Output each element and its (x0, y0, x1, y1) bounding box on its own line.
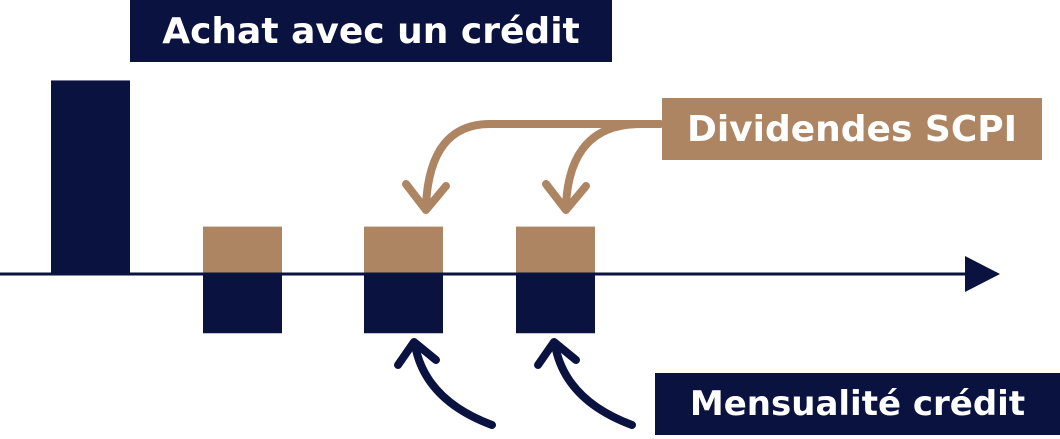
payment-arrow-1 (411, 341, 496, 429)
title-text: Achat avec un crédit (162, 10, 580, 52)
payment-bar-1 (203, 274, 282, 334)
axis-arrowhead (965, 256, 1000, 292)
dividendes-label: Dividendes SCPI (662, 98, 1042, 160)
dividend-bar-3 (516, 226, 595, 274)
bars-layer (51, 80, 595, 334)
dividend-bar-2 (364, 226, 443, 274)
arrows-layer (394, 120, 664, 429)
mensualite-label: Mensualité crédit (655, 373, 1060, 435)
dividend-bar-1 (203, 226, 282, 274)
payment-arrow-2 (551, 341, 636, 429)
dividend-arrow-2 (562, 120, 664, 209)
dividend-arrow-2-head (542, 180, 590, 214)
title-label: Achat avec un crédit (130, 0, 612, 62)
payment-arrow-2-head (534, 338, 580, 369)
dividendes-text: Dividendes SCPI (686, 108, 1018, 150)
payment-arrow-1-head (394, 338, 440, 369)
payment-bar-2 (364, 274, 443, 334)
purchase-bar (51, 80, 130, 274)
dividend-arrow-1-head (402, 180, 450, 214)
payment-bar-3 (516, 274, 595, 334)
mensualite-text: Mensualité crédit (689, 384, 1026, 424)
dividend-arrow-1 (422, 120, 664, 209)
